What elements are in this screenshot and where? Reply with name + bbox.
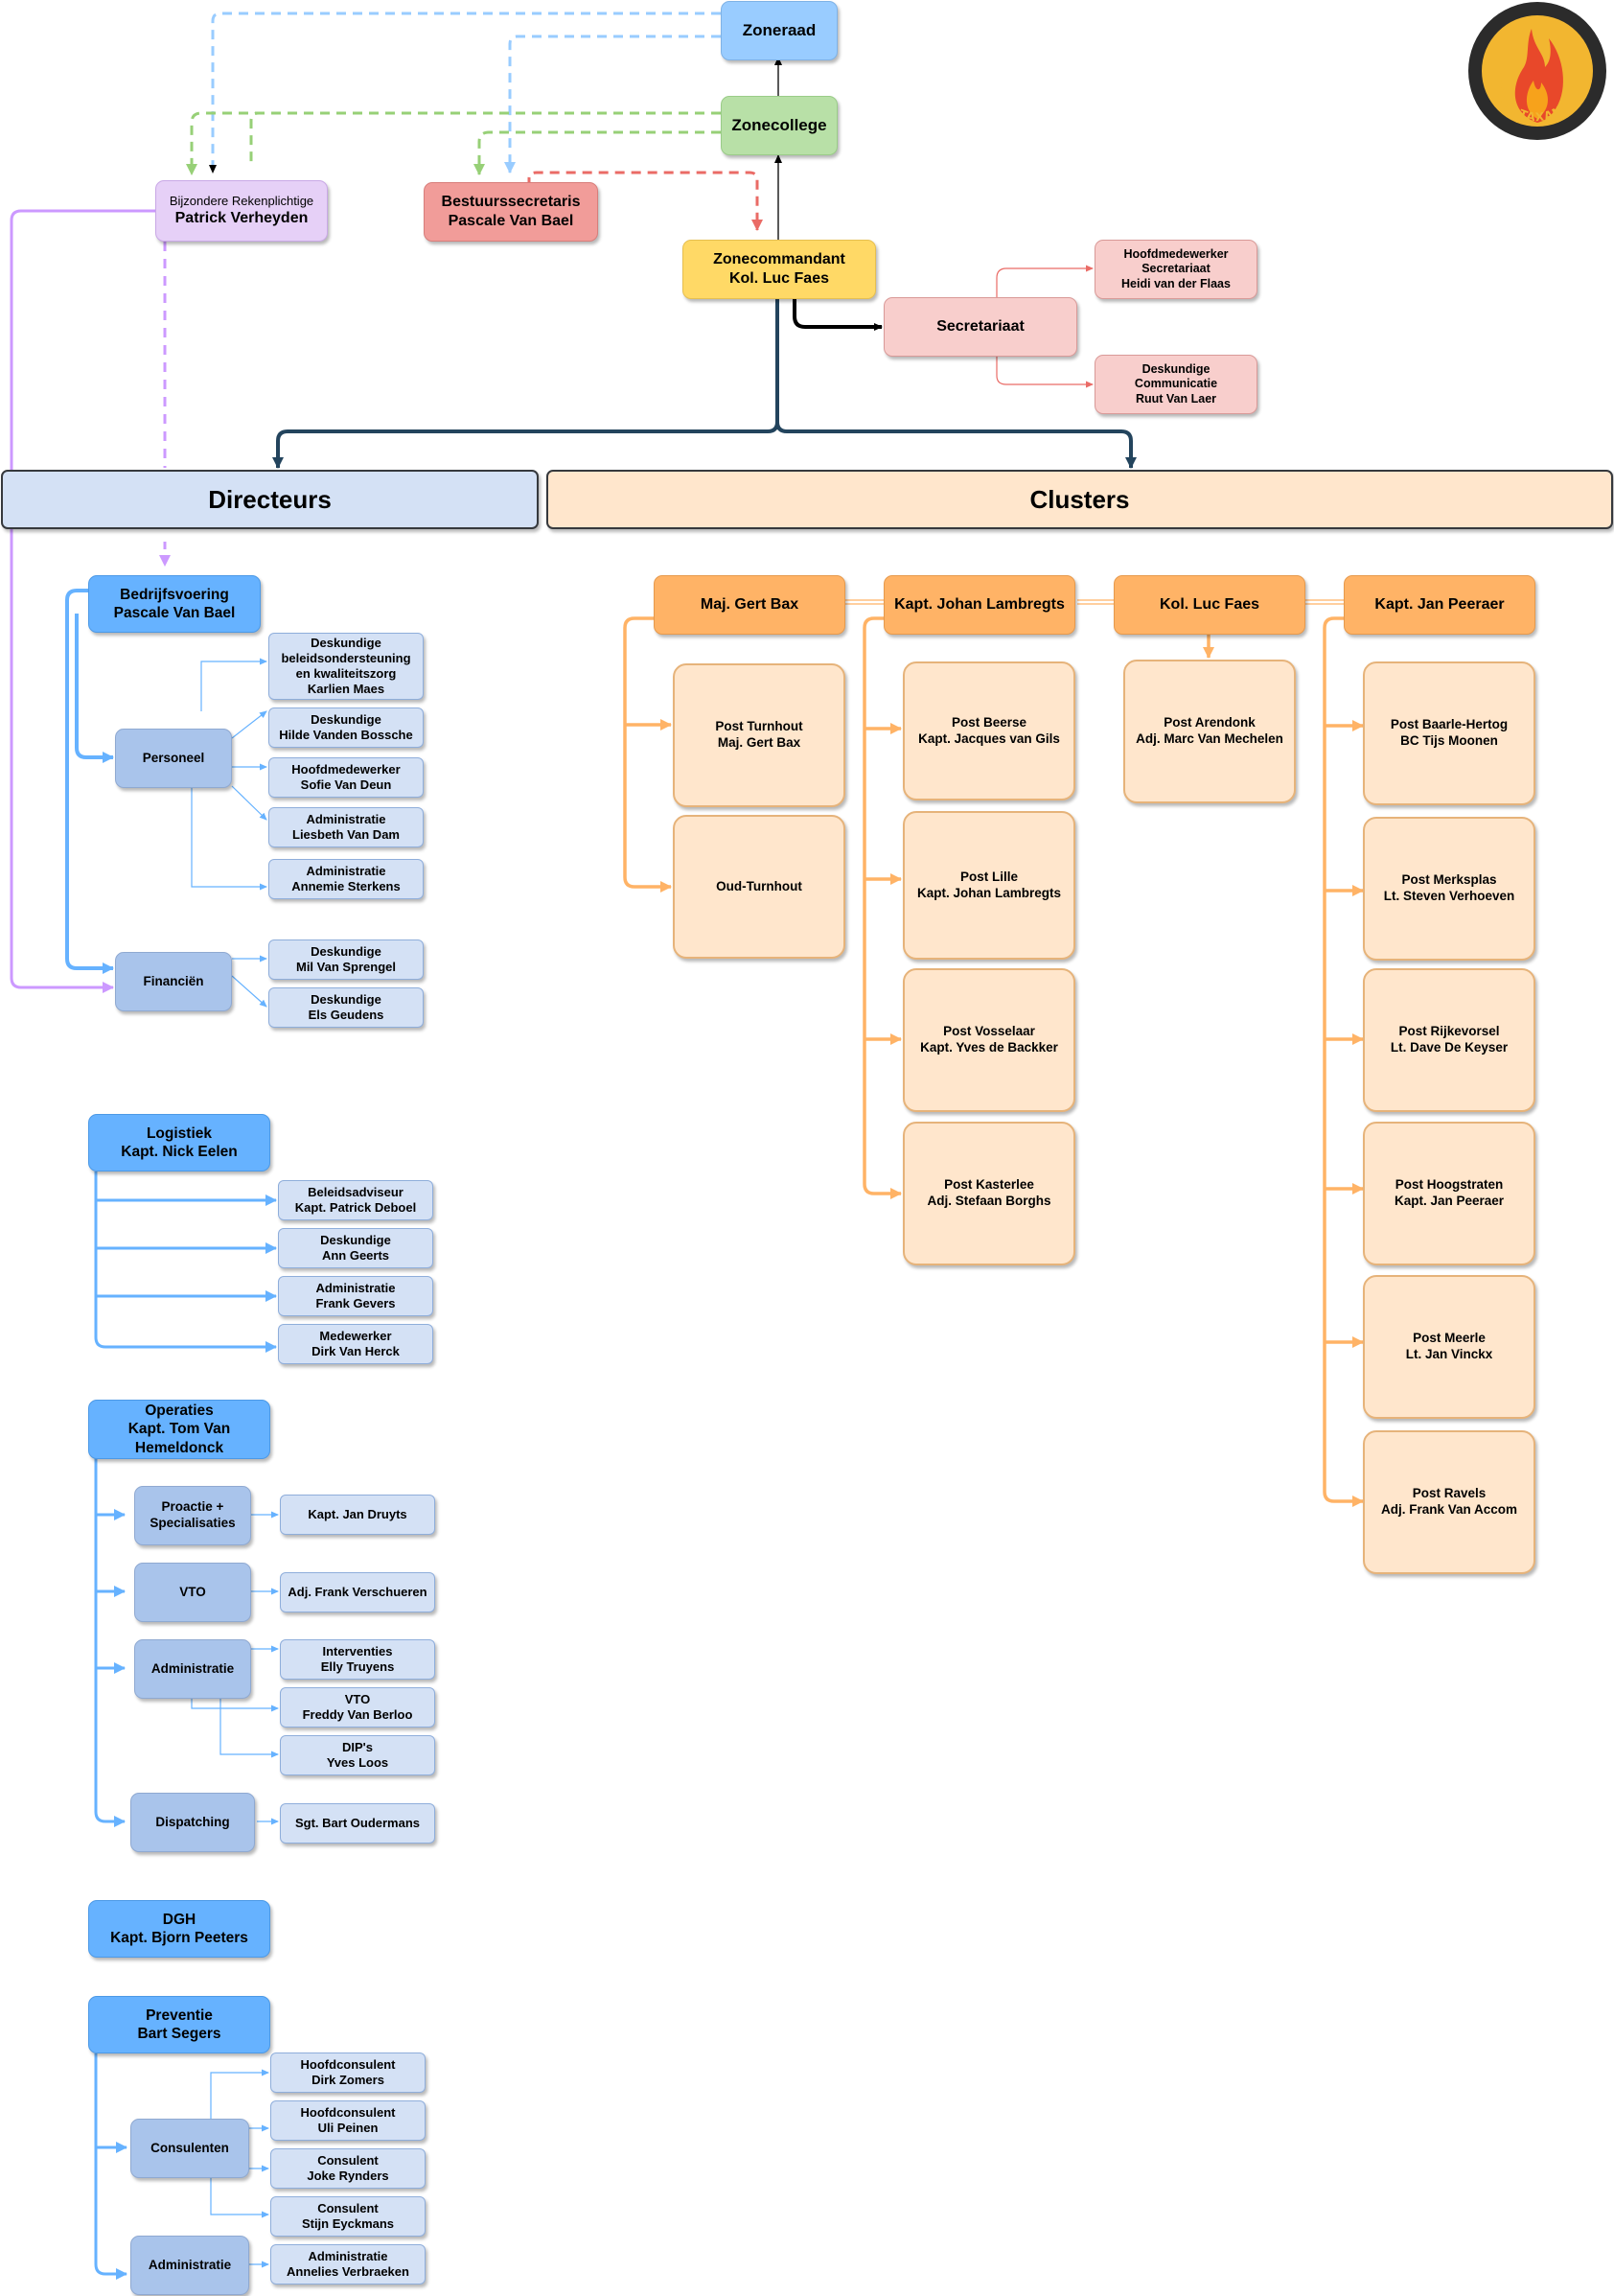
consulenten-staff-2[interactable]: Hoofdconsulent Uli Peinen	[270, 2100, 426, 2141]
zonecommandant-node[interactable]: Zonecommandant Kol. Luc Faes	[682, 240, 876, 299]
cluster-head-1[interactable]: Maj. Gert Bax	[654, 575, 845, 635]
proactie-staff-1[interactable]: Kapt. Jan Druyts	[280, 1495, 435, 1535]
rekenplichtige-name: Patrick Verheyden	[174, 210, 309, 227]
directorate-bedrijfsvoering[interactable]: Bedrijfsvoering Pascale Van Bael	[88, 575, 261, 633]
directorate-operaties[interactable]: Operaties Kapt. Tom Van Hemeldonck	[88, 1400, 270, 1459]
rekenplichtige-role: Bijzondere Rekenplichtige	[169, 193, 314, 208]
unit-operaties-administratie[interactable]: Administratie	[134, 1639, 251, 1699]
post-vosselaar[interactable]: Post Vosselaar Kapt. Yves de Backker	[903, 968, 1075, 1112]
vto-staff-1[interactable]: Adj. Frank Verschueren	[280, 1572, 435, 1612]
secretariaat-staff-2[interactable]: Deskundige Communicatie Ruut Van Laer	[1095, 355, 1257, 414]
directorate-logistiek[interactable]: Logistiek Kapt. Nick Eelen	[88, 1114, 270, 1171]
clusters-header: Clusters	[546, 470, 1613, 529]
post-merksplas[interactable]: Post Merksplas Lt. Steven Verhoeven	[1363, 817, 1535, 961]
post-kasterlee[interactable]: Post Kasterlee Adj. Stefaan Borghs	[903, 1122, 1075, 1265]
consulenten-staff-4[interactable]: Consulent Stijn Eyckmans	[270, 2196, 426, 2237]
post-meerle[interactable]: Post Meerle Lt. Jan Vinckx	[1363, 1275, 1535, 1419]
financien-staff-2[interactable]: Deskundige Els Geudens	[268, 987, 424, 1028]
directorate-dgh[interactable]: DGH Kapt. Bjorn Peeters	[88, 1900, 270, 1958]
unit-financien[interactable]: Financiën	[115, 952, 232, 1011]
logistiek-staff-1[interactable]: Beleidsadviseur Kapt. Patrick Deboel	[278, 1180, 433, 1220]
post-oud-turnhout[interactable]: Oud-Turnhout	[673, 815, 845, 959]
preventie-administratie-staff-1[interactable]: Administratie Annelies Verbraeken	[270, 2244, 426, 2284]
cluster-head-4[interactable]: Kapt. Jan Peeraer	[1344, 575, 1535, 635]
operaties-administratie-staff-1[interactable]: Interventies Elly Truyens	[280, 1639, 435, 1680]
cluster-head-2[interactable]: Kapt. Johan Lambregts	[884, 575, 1075, 635]
post-lille[interactable]: Post Lille Kapt. Johan Lambregts	[903, 811, 1075, 960]
post-rijkevorsel[interactable]: Post Rijkevorsel Lt. Dave De Keyser	[1363, 968, 1535, 1112]
bestuurssecretaris-node[interactable]: Bestuurssecretaris Pascale Van Bael	[424, 182, 598, 242]
logistiek-staff-4[interactable]: Medewerker Dirk Van Herck	[278, 1324, 433, 1364]
logistiek-staff-2[interactable]: Deskundige Ann Geerts	[278, 1228, 433, 1268]
unit-preventie-administratie[interactable]: Administratie	[130, 2236, 249, 2295]
personeel-staff-5[interactable]: Administratie Annemie Sterkens	[268, 859, 424, 899]
post-arendonk[interactable]: Post Arendonk Adj. Marc Van Mechelen	[1123, 660, 1296, 803]
directeurs-header: Directeurs	[1, 470, 539, 529]
post-hoogstraten[interactable]: Post Hoogstraten Kapt. Jan Peeraer	[1363, 1122, 1535, 1265]
unit-personeel[interactable]: Personeel	[115, 729, 232, 788]
operaties-administratie-staff-2[interactable]: VTO Freddy Van Berloo	[280, 1687, 435, 1728]
post-ravels[interactable]: Post Ravels Adj. Frank Van Accom	[1363, 1430, 1535, 1574]
consulenten-staff-1[interactable]: Hoofdconsulent Dirk Zomers	[270, 2052, 426, 2093]
dispatching-staff-1[interactable]: Sgt. Bart Oudermans	[280, 1803, 435, 1844]
consulenten-staff-3[interactable]: Consulent Joke Rynders	[270, 2148, 426, 2189]
post-beerse[interactable]: Post Beerse Kapt. Jacques van Gils	[903, 661, 1075, 800]
unit-consulenten[interactable]: Consulenten	[130, 2119, 249, 2178]
personeel-staff-2[interactable]: Deskundige Hilde Vanden Bossche	[268, 707, 424, 748]
zone-taxandria-logo: ZONE TAXANDRIA	[1468, 2, 1606, 140]
secretariaat-node[interactable]: Secretariaat	[884, 297, 1077, 357]
cluster-head-3[interactable]: Kol. Luc Faes	[1114, 575, 1305, 635]
personeel-staff-1[interactable]: Deskundige beleidsondersteuning en kwali…	[268, 633, 424, 700]
unit-vto[interactable]: VTO	[134, 1563, 251, 1622]
secretariaat-staff-1[interactable]: Hoofdmedewerker Secretariaat Heidi van d…	[1095, 240, 1257, 299]
post-turnhout[interactable]: Post Turnhout Maj. Gert Bax	[673, 663, 845, 807]
operaties-administratie-staff-3[interactable]: DIP's Yves Loos	[280, 1735, 435, 1775]
logistiek-staff-3[interactable]: Administratie Frank Gevers	[278, 1276, 433, 1316]
directorate-preventie[interactable]: Preventie Bart Segers	[88, 1996, 270, 2053]
unit-dispatching[interactable]: Dispatching	[130, 1793, 255, 1852]
unit-proactie-specialisaties[interactable]: Proactie + Specialisaties	[134, 1486, 251, 1545]
personeel-staff-4[interactable]: Administratie Liesbeth Van Dam	[268, 807, 424, 847]
personeel-staff-3[interactable]: Hoofdmedewerker Sofie Van Deun	[268, 757, 424, 798]
post-baarle-hertog[interactable]: Post Baarle-Hertog BC Tijs Moonen	[1363, 661, 1535, 805]
zonecollege-node[interactable]: Zonecollege	[721, 96, 838, 155]
bijzondere-rekenplichtige-node[interactable]: Bijzondere Rekenplichtige Patrick Verhey…	[155, 180, 328, 242]
financien-staff-1[interactable]: Deskundige Mil Van Sprengel	[268, 939, 424, 980]
zoneraad-node[interactable]: Zoneraad	[721, 1, 838, 60]
